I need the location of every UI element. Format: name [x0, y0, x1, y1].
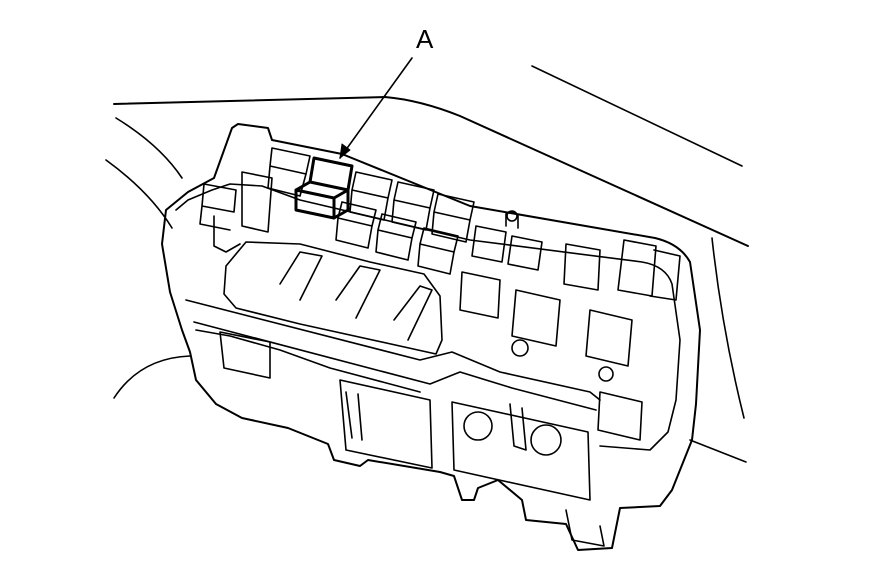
- housing-side-wall: [195, 329, 421, 393]
- lower-details: [219, 331, 605, 547]
- callout-label-a: A: [416, 24, 434, 54]
- highlighted-fuse: [294, 156, 354, 220]
- callout-arrowhead: [339, 143, 351, 159]
- right-relay-3: [563, 243, 601, 291]
- terminal-hole-1: [511, 339, 529, 357]
- right-body-curve: [711, 237, 745, 419]
- bolt-housing: [451, 401, 591, 501]
- relay-7: [417, 227, 459, 275]
- front-panel: [339, 379, 433, 469]
- main-cover-ridge-2: [335, 265, 381, 319]
- hood-edge-line: [113, 96, 749, 247]
- fuse-a-body: [308, 156, 354, 192]
- relay-4: [431, 193, 475, 243]
- housing-rim-ledge-lower: [193, 321, 597, 411]
- main-cover: [223, 241, 443, 355]
- relay-2: [349, 171, 393, 221]
- right-socket-2: [511, 289, 561, 347]
- housing-rim-ledge: [185, 299, 601, 401]
- left-components: [199, 171, 443, 355]
- bolt-hole-1: [463, 411, 493, 441]
- right-relay-4: [617, 239, 657, 297]
- terminal-hole-2: [598, 366, 614, 382]
- main-cover-ridge-1: [279, 251, 323, 301]
- relay-6: [375, 213, 417, 261]
- fuse-box-housing: [161, 123, 701, 551]
- left-block-3: [213, 215, 241, 253]
- right-block-lower: [597, 391, 643, 441]
- housing-inner-rim: [175, 183, 681, 451]
- left-hose-curve: [113, 355, 191, 399]
- fender-line: [531, 65, 743, 167]
- bolt-hole-2: [530, 424, 562, 456]
- right-socket-1: [459, 271, 501, 319]
- relay-3: [391, 181, 435, 231]
- main-cover-ridge-3: [393, 285, 433, 341]
- front-tab-left: [219, 331, 271, 379]
- left-block-1: [199, 183, 237, 231]
- left-body-curve-upper: [115, 117, 183, 179]
- right-components: [459, 210, 681, 441]
- front-panel-slot: [345, 391, 363, 441]
- bolt-divider: [509, 403, 527, 451]
- fuse-a-front: [294, 180, 350, 220]
- callout-a: A: [339, 24, 434, 159]
- left-block-2: [241, 171, 273, 233]
- right-relay-1: [471, 225, 507, 263]
- right-relay-2: [507, 235, 543, 271]
- relay-1: [267, 147, 311, 197]
- right-relay-5: [649, 249, 681, 301]
- right-lower-line: [689, 439, 747, 463]
- lower-clip: [565, 509, 605, 547]
- left-body-curve-lower: [105, 159, 173, 229]
- callout-leader-line: [339, 57, 413, 159]
- post-top: [506, 210, 518, 222]
- vehicle-body-lines: [105, 65, 749, 463]
- relay-5: [335, 201, 377, 249]
- housing-outline: [161, 123, 701, 551]
- right-socket-3: [585, 309, 633, 367]
